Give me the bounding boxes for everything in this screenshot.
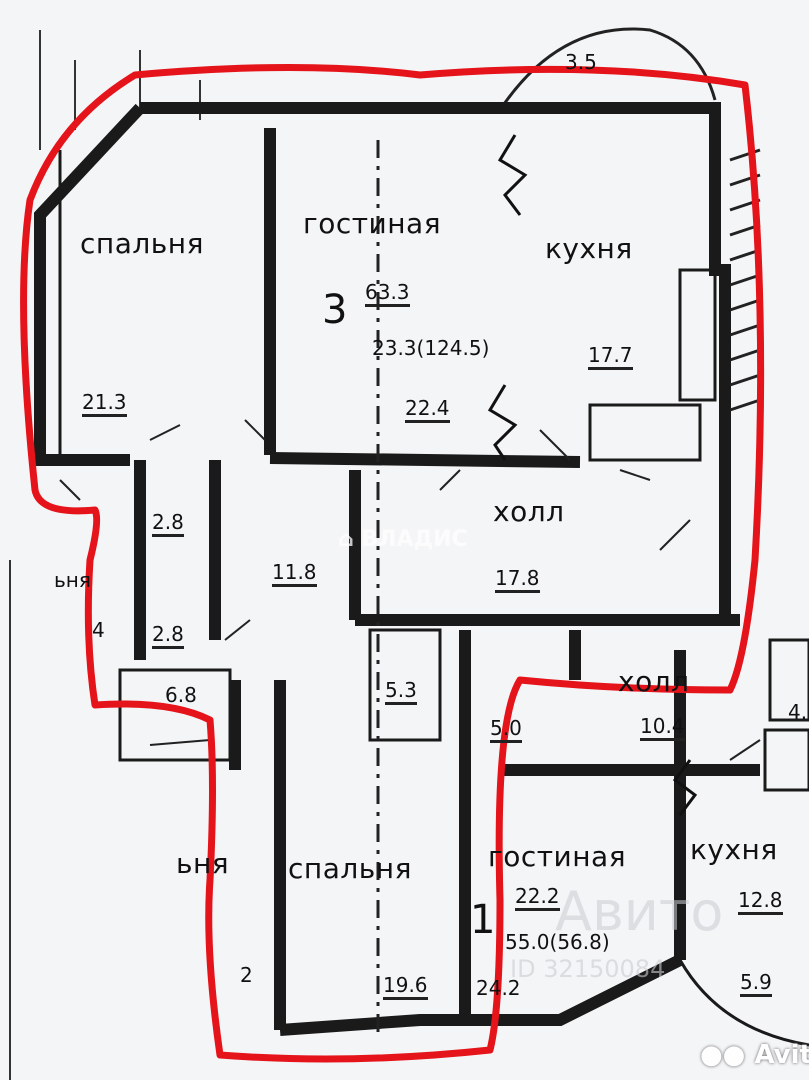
apartment-3-living: 23.3(124.5) — [372, 336, 490, 360]
left-cut-number: 4 — [92, 618, 105, 642]
walls — [30, 102, 760, 1036]
bottom-bedroom-area: 19.6 — [383, 975, 428, 1000]
apartment-number-3: 3 — [322, 287, 348, 333]
apartment-3-total: 63.3 — [365, 282, 410, 307]
left-lower-cut-label: ьня — [176, 847, 230, 880]
hall2-label: холл — [618, 665, 690, 698]
avito-word-watermark: Авито — [555, 880, 724, 943]
zigzag-breaks — [487, 134, 698, 816]
apartment-number-1: 1 — [470, 897, 496, 943]
balcony-small-area: 5.9 — [740, 972, 772, 997]
door-swings — [59, 419, 761, 761]
hall-label: холл — [493, 495, 565, 528]
avito-logo: ●● Avito — [700, 1040, 809, 1070]
kitchen2-area: 12.8 — [738, 890, 783, 915]
living-label: гостиная — [303, 207, 442, 240]
vladis-text: ВЛАДИС — [361, 527, 468, 552]
kitchen-label: кухня — [545, 232, 633, 265]
left-cut-label: ьня — [54, 568, 91, 592]
bath-a-area: 5.3 — [385, 680, 417, 705]
left-lower-number: 2 — [240, 963, 253, 987]
hall2-area: 10.4 — [640, 716, 685, 741]
kitchen2-label: кухня — [690, 833, 778, 866]
vladis-watermark: ⌂ ВЛАДИС — [338, 527, 468, 552]
top-bedroom-label: спальня — [80, 227, 204, 260]
dimension-lines — [9, 30, 201, 1080]
bath-b-area: 5.0 — [490, 718, 522, 743]
avito-dots-icon: ●● — [700, 1040, 746, 1070]
left-mid-number: 6.8 — [165, 683, 197, 707]
apartment-1-total: 22.2 — [515, 886, 560, 911]
house-icon: ⌂ — [338, 527, 354, 552]
living2-label: гостиная — [488, 840, 627, 873]
living-area: 22.4 — [405, 398, 450, 423]
avito-logo-text: Avito — [754, 1040, 809, 1070]
avito-id-watermark: ID 32150084 — [510, 955, 666, 983]
right-cut-number: 4. — [788, 700, 808, 724]
top-bedroom-area: 21.3 — [82, 392, 127, 417]
closet-a-area: 2.8 — [152, 512, 184, 537]
thin-walls — [58, 150, 809, 1047]
balcony-top-area: 3.5 — [565, 50, 597, 74]
hall-area: 17.8 — [495, 568, 540, 593]
kitchen-area: 17.7 — [588, 345, 633, 370]
selection-outline — [20, 64, 765, 1063]
corridor-area: 11.8 — [272, 562, 317, 587]
apartment-1-living: 55.0(56.8) — [505, 930, 610, 954]
stub-area: 24.2 — [476, 976, 521, 1000]
closet-b-area: 2.8 — [152, 624, 184, 649]
bottom-bedroom-label: спальня — [288, 852, 412, 885]
